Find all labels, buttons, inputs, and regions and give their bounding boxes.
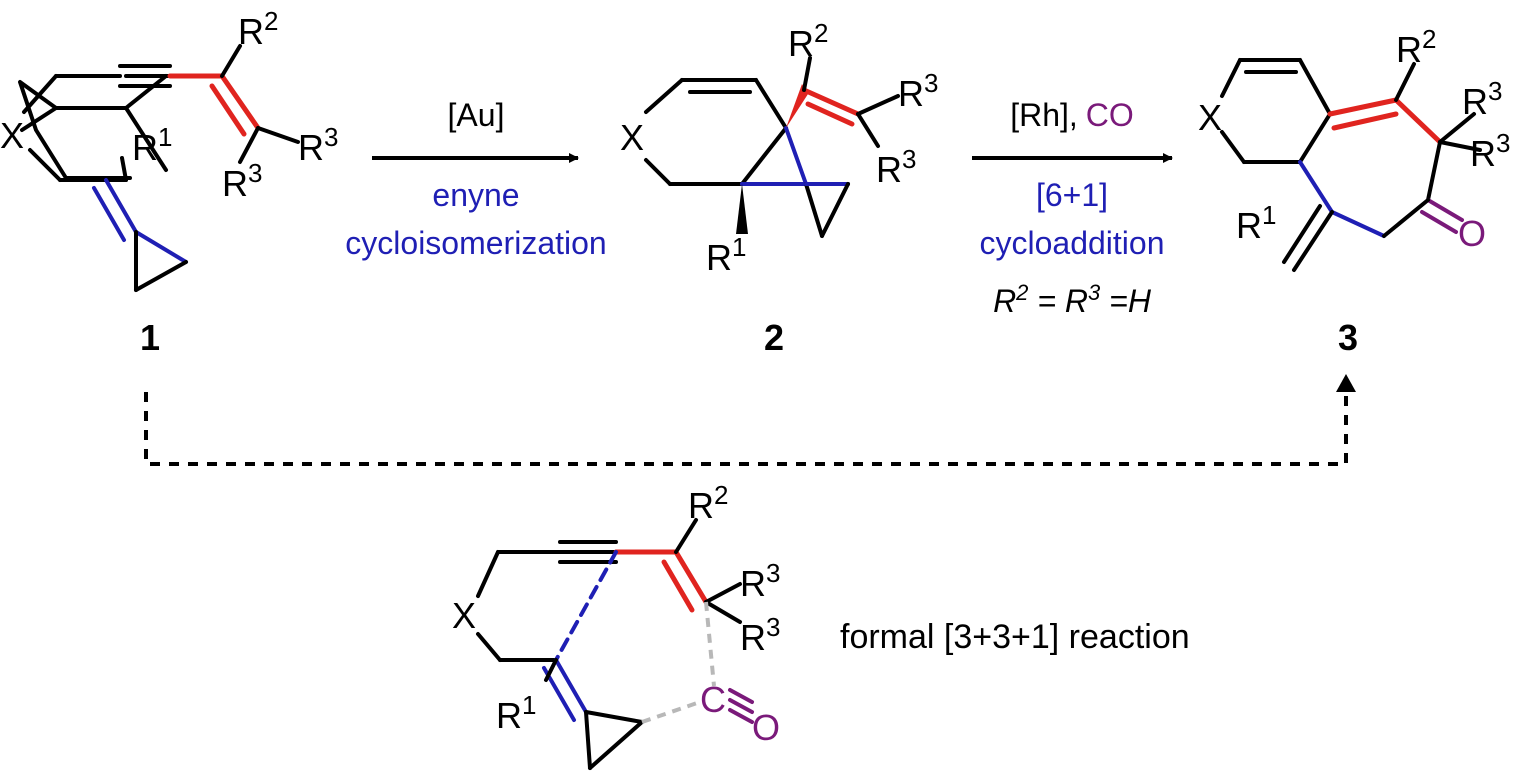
compound-1-number: 1 [140, 317, 160, 358]
wedge-bond-red [786, 84, 808, 128]
c3-r2-label: R2 [1396, 24, 1436, 70]
step2-condition: R2 = R3 =H [993, 280, 1152, 319]
arrow-step-2: [Rh],CO [6+1] cycloaddition R2 = R3 =H [972, 97, 1173, 319]
ts-r3b-label: R3 [740, 612, 780, 658]
c2-r2-label: R2 [788, 18, 828, 64]
step1-line2: cycloisomerization [345, 225, 606, 261]
c1-r3b-label: R3 [222, 158, 262, 204]
bottom-caption: formal [3+3+1] reaction [840, 618, 1190, 656]
step2-line1: [6+1] [1036, 177, 1108, 213]
c1-r2-label: R2 [238, 6, 278, 52]
c1-r1-label: R1 [132, 122, 172, 168]
wedge-bond [736, 184, 748, 234]
compound-2-number: 2 [764, 317, 784, 358]
ts-carbon-label: C [700, 679, 726, 720]
c3-x-label: X [1198, 97, 1222, 138]
c3-r3b-label: R3 [1470, 128, 1510, 174]
compound-3-bonds [1220, 58, 1482, 272]
compound-1-structure: X R1 R2 R3 R3 1 [0, 6, 338, 358]
ts-r2-label: R2 [688, 480, 728, 526]
arrow-step-1: [Au] enyne cycloisomerization [345, 97, 606, 261]
step2-line2: cycloaddition [980, 225, 1165, 261]
compound-3-number: 3 [1338, 317, 1358, 358]
dashed-connector-arrow [144, 374, 1356, 466]
ts-r1-label: R1 [496, 690, 536, 736]
c2-r1-label: R1 [706, 232, 746, 278]
ts-x-label: X [452, 595, 476, 636]
step1-reagent: [Au] [448, 97, 505, 133]
c2-r3a-label: R3 [898, 68, 938, 114]
step1-line1: enyne [432, 177, 519, 213]
compound-2-bonds [644, 56, 900, 238]
compound-2-structure: X R1 R2 R3 R3 2 [620, 18, 938, 358]
compound-3-structure: X R1 R2 R3 R3 O 3 [1198, 24, 1510, 358]
c3-r3a-label: R3 [1462, 76, 1502, 122]
transition-structure: X R1 R2 R3 R3 C O [452, 480, 780, 770]
c2-r3b-label: R3 [876, 144, 916, 190]
compound-1-bonds [18, 44, 300, 292]
c2-x-label: X [620, 117, 644, 158]
c3-r1-label: R1 [1236, 200, 1276, 246]
ts-r3a-label: R3 [740, 558, 780, 604]
c1-r3a-label: R3 [298, 122, 338, 168]
c1-x-label: X [0, 115, 24, 156]
c3-oxygen-label: O [1458, 213, 1486, 254]
transition-bonds [476, 518, 754, 770]
ts-oxygen-label: O [752, 707, 780, 748]
step2-reagent: [Rh],CO [1010, 97, 1134, 133]
